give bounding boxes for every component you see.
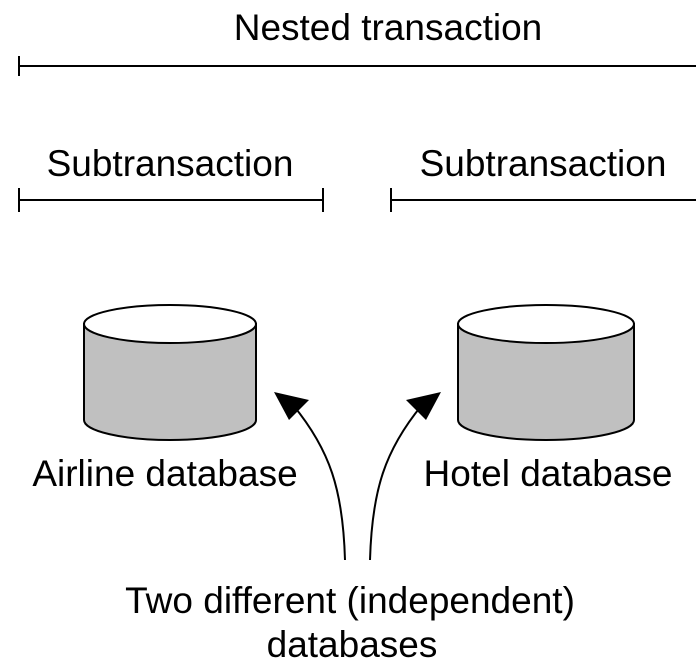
nested-transaction-label: Nested transaction [234,7,543,48]
hotel-database-icon [457,304,635,441]
subtransaction-label-left: Subtransaction [47,143,294,184]
nested-transaction-span [18,56,696,76]
subtransaction-span-left [18,188,324,212]
note-line-1: Two different (independent) [125,580,575,621]
arrow-to-hotel-database [369,392,441,561]
subtransaction-label-right: Subtransaction [420,143,667,184]
note-line-2: databases [267,624,438,665]
hotel-database-label: Hotel database [424,453,673,494]
airline-database-label: Airline database [32,453,297,494]
airline-database-icon [83,304,257,441]
arrow-to-airline-database [274,392,346,561]
subtransaction-span-right [390,188,696,212]
